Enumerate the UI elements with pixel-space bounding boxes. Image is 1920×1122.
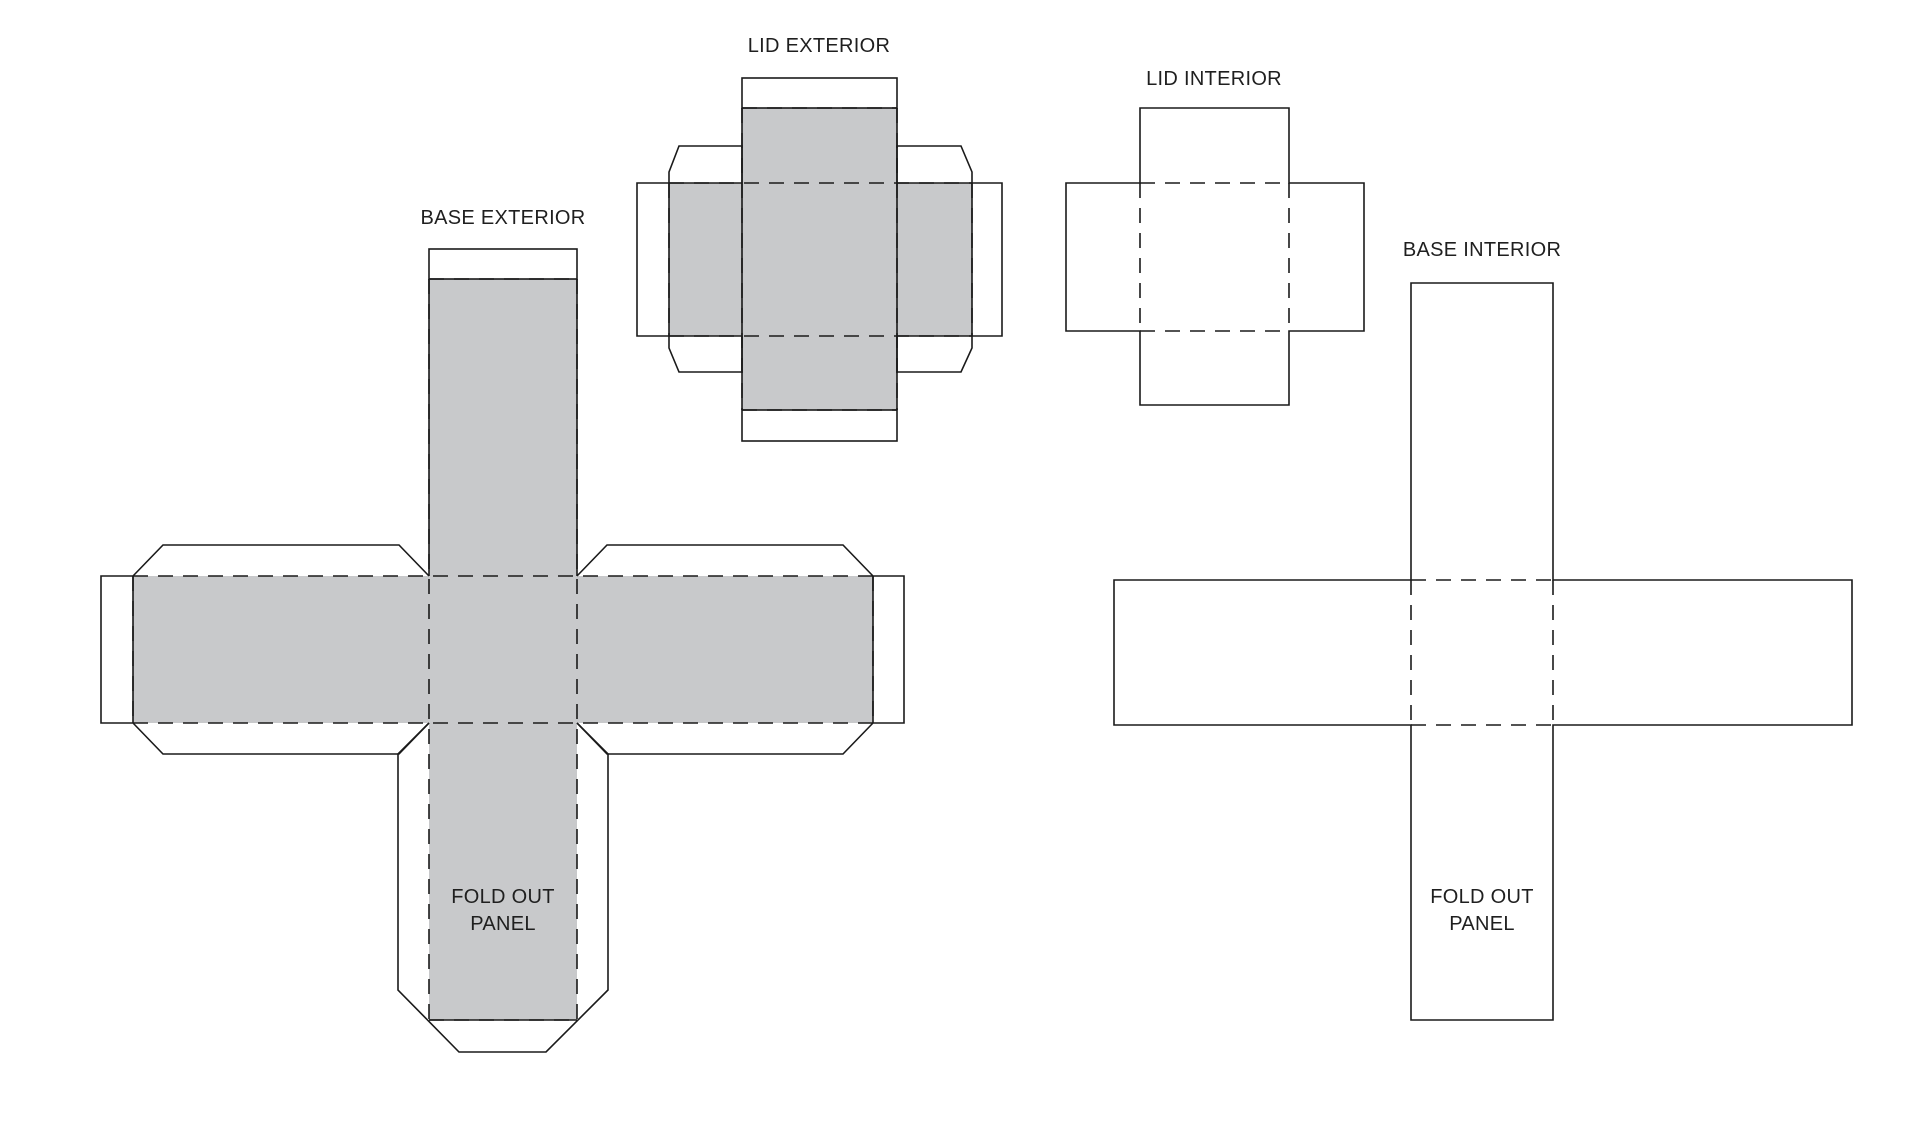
lid-exterior-top-tab	[741, 77, 898, 109]
base-interior-label: BASE INTERIOR	[1403, 239, 1561, 261]
base-interior-net: BASE INTERIOR FOLD OUT PANEL	[1113, 239, 1853, 1021]
lid-exterior-bottom-tab	[741, 409, 898, 442]
base-exterior-fold-out-outline	[397, 722, 609, 1053]
base-exterior-right-arm	[576, 544, 905, 755]
lid-exterior-label: LID EXTERIOR	[748, 35, 891, 57]
base-exterior-net: BASE EXTERIOR FOLD OUT PANEL	[100, 207, 905, 1053]
base-exterior-panel-label-line1: FOLD OUT	[451, 886, 555, 908]
base-exterior-column	[428, 279, 578, 576]
lid-interior-net: LID INTERIOR	[1065, 68, 1365, 406]
base-interior-outline	[1113, 282, 1853, 1021]
lid-interior-label: LID INTERIOR	[1146, 68, 1282, 90]
base-exterior-top-tab	[428, 248, 578, 280]
base-interior-fold-lines	[1410, 579, 1554, 726]
lid-exterior-fold-lines	[668, 107, 973, 411]
base-exterior-label: BASE EXTERIOR	[420, 207, 585, 229]
lid-exterior-net: LID EXTERIOR	[636, 35, 1003, 442]
base-interior-panel-label-line1: FOLD OUT	[1430, 886, 1534, 908]
base-interior-panel-label-line2: PANEL	[1449, 913, 1515, 935]
lid-exterior-fill	[669, 108, 972, 410]
base-exterior-left-arm	[100, 544, 430, 755]
base-exterior-panel-label-line2: PANEL	[470, 913, 536, 935]
base-exterior-fill	[133, 279, 873, 1020]
lid-interior-outline	[1065, 107, 1365, 406]
lid-interior-fold-lines	[1139, 182, 1290, 332]
